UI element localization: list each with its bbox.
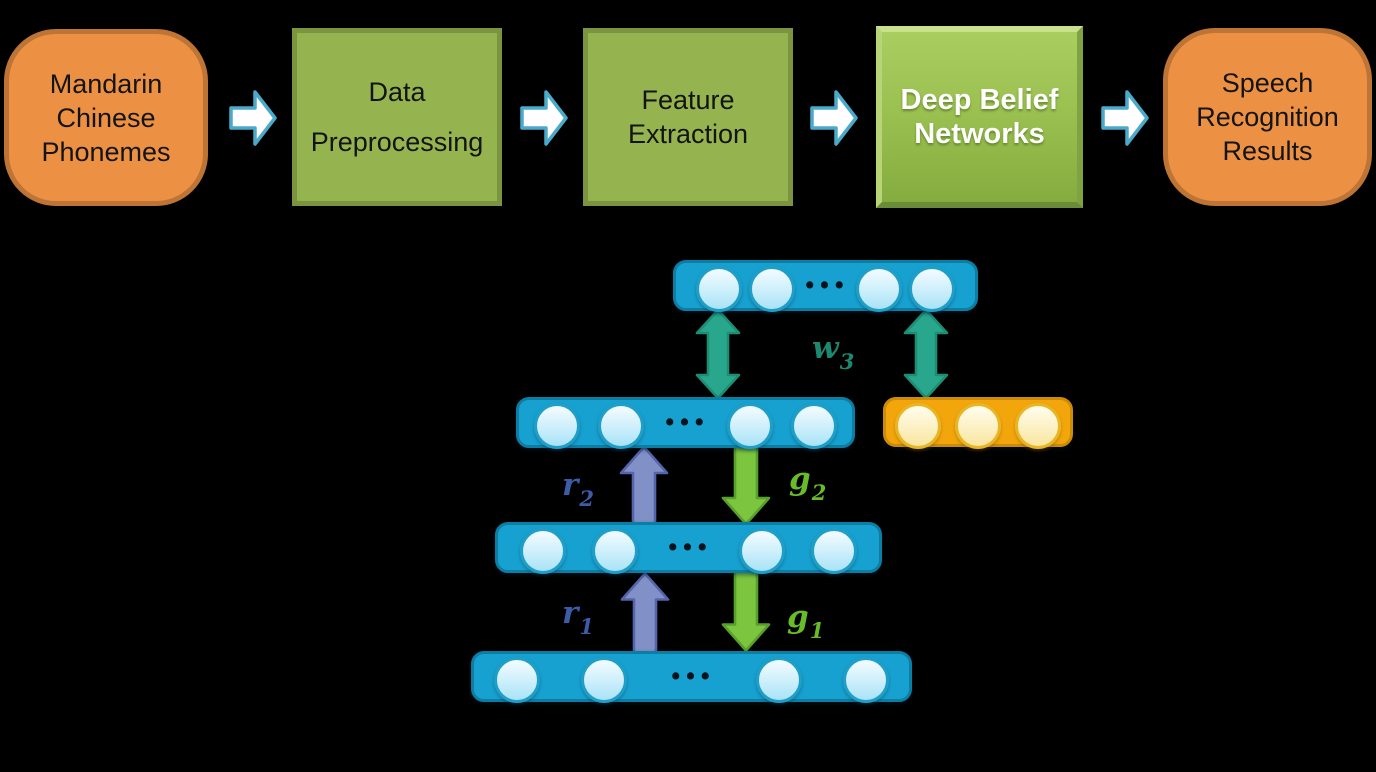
neuron-node	[1015, 403, 1061, 449]
flow-box-speech-recognition-results: Speech Recognition Results	[1163, 28, 1372, 206]
label-subscript: 1	[579, 614, 594, 640]
neuron-node	[908, 266, 955, 312]
label-w3: w3	[812, 330, 854, 373]
label-line: Extraction	[627, 119, 749, 149]
label-line: Preprocessing	[310, 127, 484, 157]
double-arrow-icon-w3-right	[903, 308, 949, 400]
flow-box-label: Data Preprocessing	[311, 67, 484, 167]
label-line: Results	[1222, 136, 1313, 166]
neuron-node	[494, 657, 540, 703]
neuron-node	[895, 403, 941, 449]
neuron-node	[580, 657, 627, 703]
label-line: Deep Belief	[900, 84, 1059, 116]
flow-box-deep-belief-networks: Deep Belief Networks	[876, 26, 1083, 208]
label-r1: r1	[562, 595, 594, 638]
flow-box-feature-extraction: Feature Extraction	[583, 28, 793, 206]
label-subscript: 3	[839, 349, 855, 375]
neuron-node	[592, 528, 639, 574]
label-subscript: 2	[579, 486, 594, 512]
flow-box-label: Feature Extraction	[628, 83, 748, 151]
label-g1: g1	[787, 599, 824, 642]
label-line: Mandarin	[49, 68, 163, 99]
neuron-node	[534, 403, 580, 449]
right-arrow-icon	[520, 90, 568, 146]
neuron-node	[842, 657, 889, 703]
down-arrow-icon-g2	[721, 445, 771, 526]
flow-box-data-preprocessing: Data Preprocessing	[292, 28, 502, 206]
ellipsis-dots: •••	[805, 271, 850, 299]
neuron-node	[955, 403, 1001, 449]
right-arrow-icon	[229, 90, 277, 146]
label-base: g	[787, 599, 809, 635]
label-line: Data	[368, 77, 426, 107]
down-arrow-icon-g1	[721, 570, 771, 652]
ellipsis-dots: •••	[671, 662, 716, 690]
dbn-layer-hidden2: •••	[516, 397, 855, 449]
label-line: Feature	[641, 85, 735, 115]
label-line: Networks	[914, 118, 1045, 150]
label-subscript: 2	[811, 480, 827, 506]
neuron-node	[810, 528, 857, 574]
neuron-node	[756, 657, 803, 703]
neuron-node	[520, 528, 566, 574]
right-arrow-icon	[1101, 90, 1149, 146]
label-r2: r2	[562, 467, 594, 510]
label-line: Phonemes	[41, 136, 171, 167]
neuron-node	[738, 528, 785, 574]
label-base: r	[562, 595, 579, 631]
neuron-node	[790, 403, 837, 449]
ellipsis-dots: •••	[665, 408, 710, 436]
dbn-layer-hidden1: •••	[495, 522, 882, 574]
label-g2: g2	[789, 461, 826, 504]
neuron-node	[856, 266, 903, 312]
label-line: Chinese	[56, 102, 156, 133]
flow-box-label: Speech Recognition Results	[1196, 66, 1339, 168]
neuron-node	[748, 266, 795, 312]
neuron-node	[727, 403, 774, 449]
up-arrow-icon-r2	[619, 445, 669, 526]
neuron-node	[696, 266, 742, 312]
flow-box-label: Mandarin Chinese Phonemes	[41, 67, 170, 169]
dbn-label-layer	[883, 397, 1073, 449]
flow-box-mandarin-chinese-phonemes: Mandarin Chinese Phonemes	[4, 29, 208, 206]
neuron-node	[597, 403, 644, 449]
right-arrow-icon	[810, 90, 858, 146]
label-line: Speech	[1221, 68, 1314, 98]
label-base: r	[562, 467, 579, 503]
label-subscript: 1	[809, 618, 825, 644]
dbn-layer-visible: •••	[471, 651, 912, 703]
ellipsis-dots: •••	[668, 533, 713, 561]
double-arrow-icon-w3-left	[695, 308, 741, 400]
up-arrow-icon-r1	[620, 572, 670, 654]
label-line: Recognition	[1196, 102, 1339, 132]
dbn-layer-top-hidden: •••	[673, 260, 978, 312]
flow-box-label: Deep Belief Networks	[901, 83, 1059, 151]
label-base: w	[812, 330, 839, 366]
label-base: g	[789, 461, 811, 497]
